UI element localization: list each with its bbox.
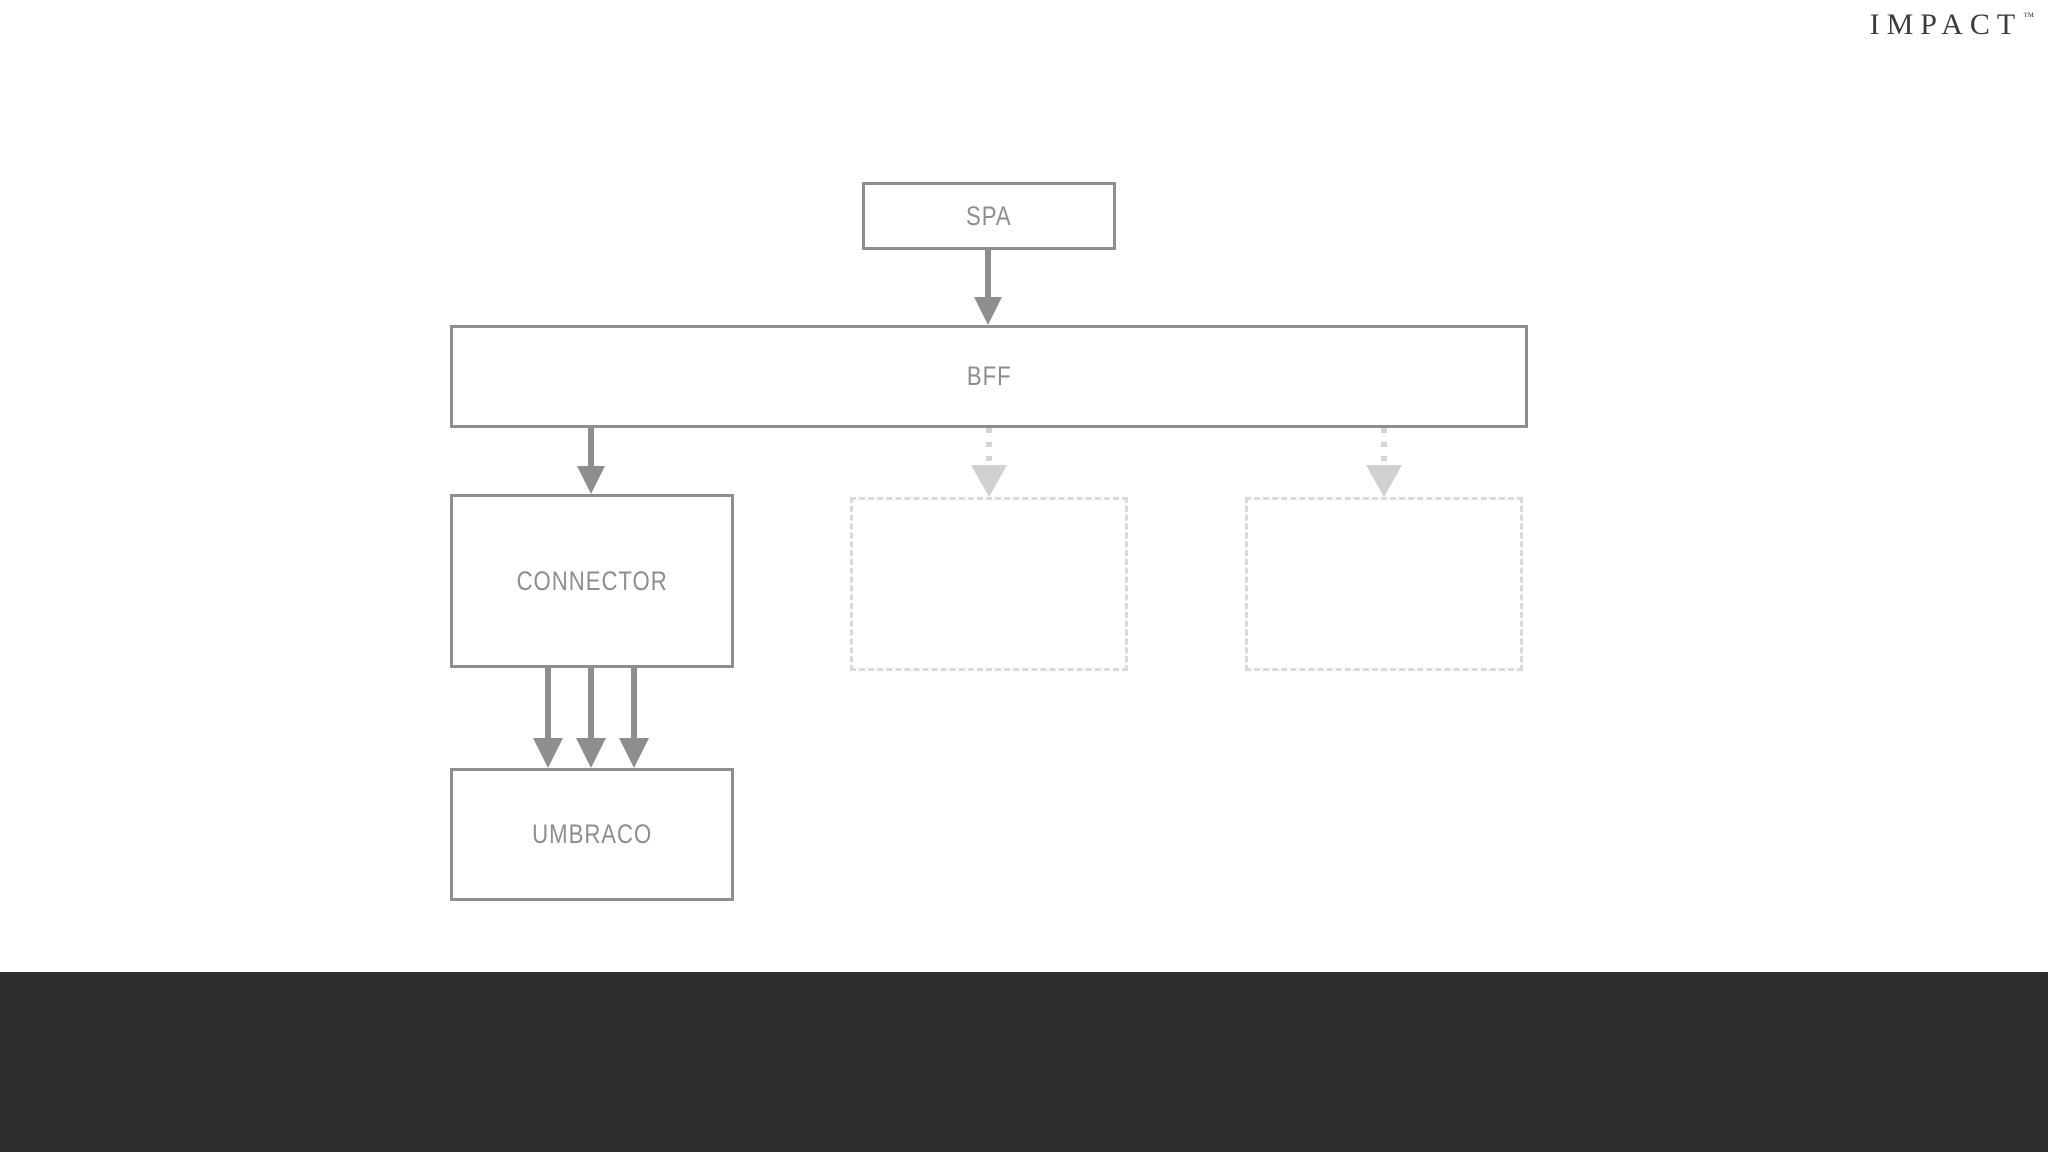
edge-bff-to-placeholder-2 [1366, 428, 1402, 497]
node-connector[interactable]: CONNECTOR [450, 494, 734, 668]
brand-wordmark: IMPACT [1869, 8, 2023, 41]
footer-band [0, 972, 2048, 1152]
edge-bff-to-connector [577, 428, 605, 494]
node-connector-label: CONNECTOR [516, 565, 668, 596]
node-spa[interactable]: SPA [862, 182, 1116, 250]
node-umbraco[interactable]: UMBRACO [450, 768, 734, 901]
node-bff-label: BFF [966, 361, 1012, 391]
edge-connector-to-umbraco [533, 668, 649, 768]
node-spa-label: SPA [966, 200, 1012, 231]
node-placeholder-2[interactable] [1245, 497, 1523, 671]
connector-layer [533, 250, 1402, 768]
node-umbraco-label: UMBRACO [531, 819, 653, 849]
edge-bff-to-placeholder-1 [971, 428, 1007, 497]
edge-spa-to-bff [974, 250, 1002, 325]
architecture-diagram: SPA BFF CONNECTOR UMBRACO [450, 182, 1528, 901]
trademark-symbol: ™ [2023, 11, 2034, 23]
node-placeholder-1[interactable] [850, 497, 1128, 671]
brand-logo: IMPACT ™ [1870, 10, 2034, 40]
node-bff[interactable]: BFF [450, 325, 1528, 428]
